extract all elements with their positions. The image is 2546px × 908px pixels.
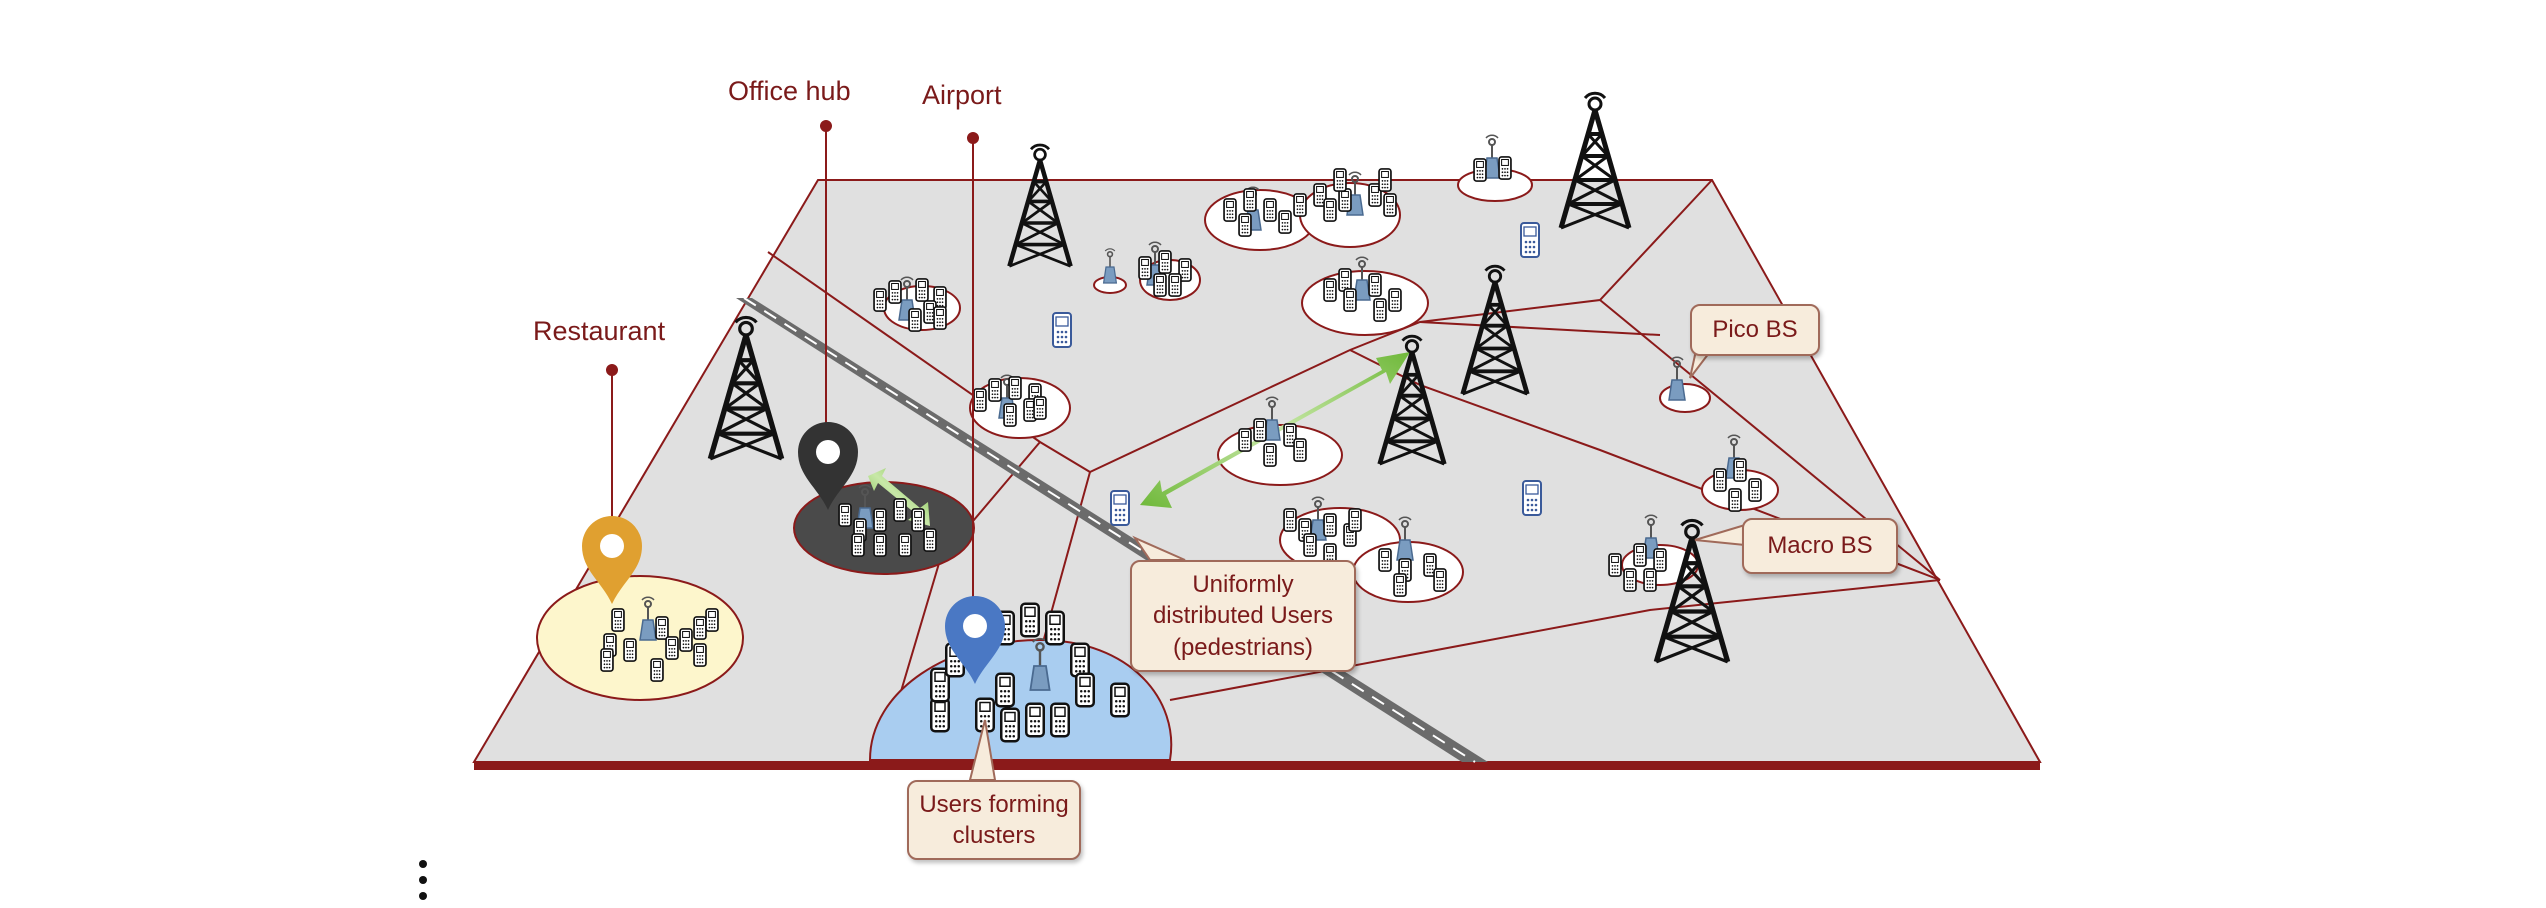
phone-icon [1238, 213, 1252, 237]
phone-icon [873, 508, 887, 532]
macro-bs-callout: Macro BS [1742, 518, 1898, 574]
cluster-users-line-2: clusters [952, 822, 1036, 849]
phone-icon [1263, 443, 1277, 467]
phone-icon [1168, 273, 1182, 297]
phone-icon [693, 616, 707, 640]
phone-icon [1608, 553, 1622, 577]
phone-icon [851, 533, 865, 557]
phone-icon [838, 503, 852, 527]
pico-bs-callout: Pico BS [1690, 304, 1820, 356]
phone-icon [1323, 198, 1337, 222]
pico-bs-label: Pico BS [1712, 316, 1798, 344]
phone-icon [600, 648, 614, 672]
phone-icon [930, 697, 950, 733]
cluster-users-line-1: Users forming [919, 790, 1069, 818]
uniform-users-line-2: distributed Users [1152, 602, 1334, 630]
phone-icon [705, 608, 719, 632]
phone-icon [973, 388, 987, 412]
phone-icon [1293, 438, 1307, 462]
phone-icon [1263, 198, 1277, 222]
phone-icon [1003, 403, 1017, 427]
phone-icon [1223, 198, 1237, 222]
phone-icon [1238, 428, 1252, 452]
phone-icon [1383, 193, 1397, 217]
phone-icon [1348, 508, 1362, 532]
phone-icon [873, 533, 887, 557]
phone-icon [655, 616, 669, 640]
phone-icon [679, 628, 693, 652]
phone-icon [1153, 273, 1167, 297]
phone-icon [1378, 548, 1392, 572]
phone-icon [1278, 210, 1292, 234]
phone-icon [1158, 250, 1172, 274]
phone-icon [1643, 568, 1657, 592]
phone-icon [611, 608, 625, 632]
phone-icon [1253, 418, 1267, 442]
phone-icon [1303, 533, 1317, 557]
phone-icon [1138, 256, 1152, 280]
phone-icon [888, 280, 902, 304]
phone-icon [1070, 642, 1090, 678]
phone-icon [933, 306, 947, 330]
phone-icon [1008, 376, 1022, 400]
phone-icon [1378, 168, 1392, 192]
phone-icon [1283, 508, 1297, 532]
phone-icon [1075, 672, 1095, 708]
phone-icon [1025, 702, 1045, 738]
phone-icon [1323, 278, 1337, 302]
uniform-users-callout: Uniformly distributed Users (pedestrians… [1130, 560, 1356, 672]
phone-icon [1373, 298, 1387, 322]
phone-icon [1433, 568, 1447, 592]
phone-icon [1498, 156, 1512, 180]
phone-icon [1473, 158, 1487, 182]
pin-strings [606, 120, 979, 600]
phone-icon [1243, 188, 1257, 212]
phone-icon [1323, 513, 1337, 537]
phone-icon [988, 378, 1002, 402]
phone-icon [1045, 610, 1065, 646]
airport-label: Airport [922, 80, 1002, 110]
phone-icon [1393, 573, 1407, 597]
map-edge [474, 762, 2040, 770]
phone-icon [1343, 288, 1357, 312]
cluster-users-callout: Users forming clusters [907, 780, 1081, 860]
phone-icon [898, 533, 912, 557]
phone-icon [1733, 458, 1747, 482]
phone-icon [1713, 468, 1727, 492]
phone-icon [995, 672, 1015, 708]
uniform-users-line-1: Uniformly [1192, 571, 1294, 599]
phone-icon [650, 658, 664, 682]
phone-icon [623, 638, 637, 662]
phone-icon [1388, 288, 1402, 312]
phone-icon [1020, 602, 1040, 638]
phone-icon [1000, 707, 1020, 743]
phone-icon [1653, 548, 1667, 572]
phone-icon [893, 498, 907, 522]
phone-icon [1050, 702, 1070, 738]
phone-icon [873, 288, 887, 312]
phone-icon [1338, 268, 1352, 292]
phone-icon [1293, 193, 1307, 217]
phone-icon [1338, 188, 1352, 212]
office-hub-label: Office hub [728, 76, 851, 106]
restaurant-label: Restaurant [533, 316, 666, 346]
phone-icon [911, 508, 925, 532]
phone-icon [923, 528, 937, 552]
phone-icon [1368, 273, 1382, 297]
phone-icon [1110, 682, 1130, 718]
phone-icon [1033, 396, 1047, 420]
phone-icon [665, 636, 679, 660]
macro-bs-label: Macro BS [1767, 532, 1873, 560]
phone-icon [1333, 168, 1347, 192]
phone-icon [1623, 568, 1637, 592]
phone-icon [1728, 488, 1742, 512]
phone-icon [908, 308, 922, 332]
phone-icon [915, 278, 929, 302]
phone-icon [693, 643, 707, 667]
phone-icon [1748, 478, 1762, 502]
uniform-users-line-3: (pedestrians) [1172, 633, 1314, 661]
phone-icon [1633, 543, 1647, 567]
